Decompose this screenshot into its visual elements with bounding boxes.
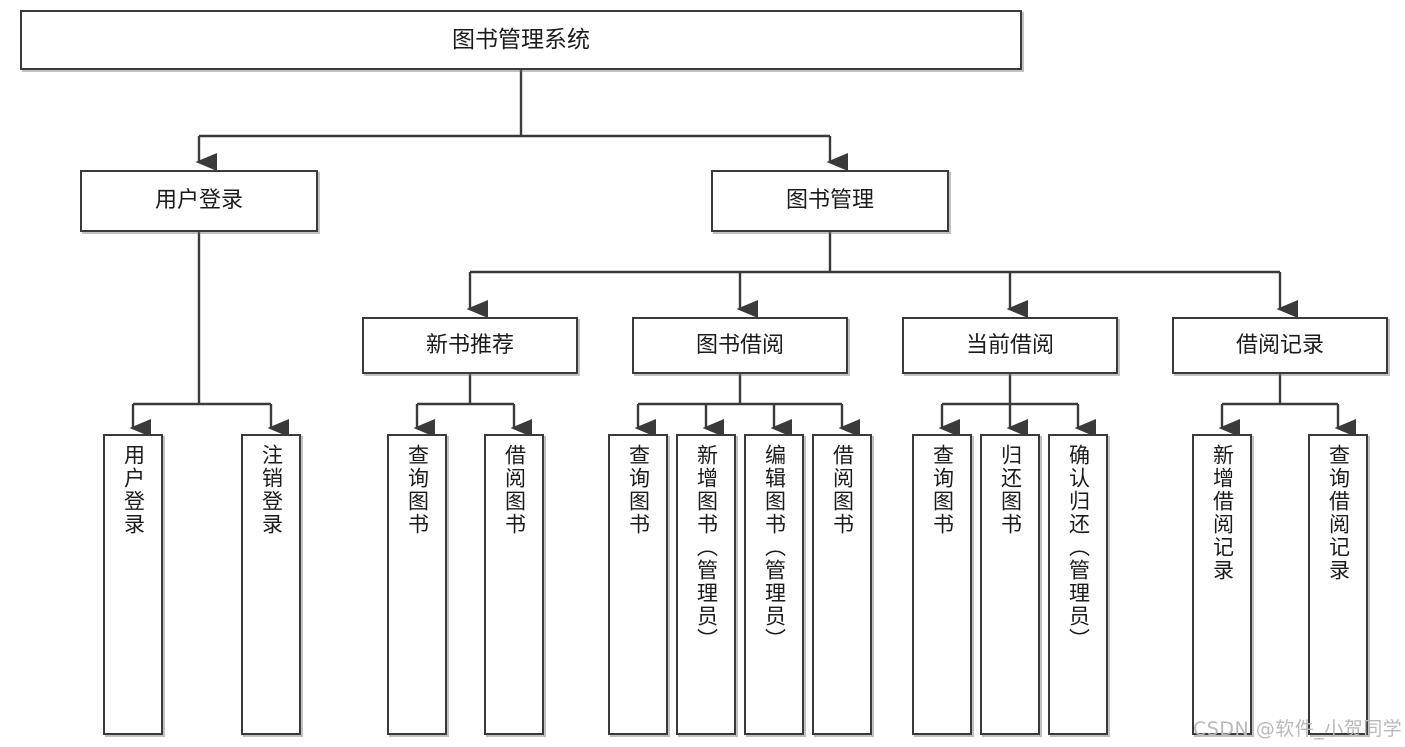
leaf-borrow-record-query[interactable]: 查询借阅记录	[1308, 434, 1368, 735]
node-label: 归还图书	[998, 444, 1023, 536]
node-label: 新增借阅记录	[1210, 444, 1235, 582]
leaf-current-borrow-query[interactable]: 查询图书	[912, 434, 972, 735]
node-book-borrow[interactable]: 图书借阅	[632, 317, 848, 374]
leaf-book-borrow-query[interactable]: 查询图书	[608, 434, 668, 735]
node-label: 用户登录	[121, 444, 146, 536]
leaf-current-borrow-return[interactable]: 归还图书	[980, 434, 1040, 735]
node-label: 用户登录	[154, 188, 243, 214]
node-label: 图书管理	[785, 188, 874, 214]
node-label: 注销登录	[259, 444, 284, 536]
leaf-borrow-record-add[interactable]: 新增借阅记录	[1192, 434, 1252, 735]
leaf-book-borrow-borrow[interactable]: 借阅图书	[812, 434, 872, 735]
node-label: 图书管理系统	[452, 26, 590, 53]
watermark: CSDN @软件_小贺同学	[1193, 718, 1403, 740]
node-label: 新增图书（管理员）	[694, 444, 719, 651]
leaf-book-borrow-add[interactable]: 新增图书（管理员）	[676, 434, 736, 735]
leaf-new-book-query[interactable]: 查询图书	[387, 434, 447, 735]
node-label: 查询借阅记录	[1326, 444, 1351, 582]
node-label: 查询图书	[626, 444, 651, 536]
node-label: 借阅图书	[830, 444, 855, 536]
node-root-system[interactable]: 图书管理系统	[20, 10, 1022, 70]
node-borrow-record[interactable]: 借阅记录	[1172, 317, 1388, 374]
node-new-book-recommend[interactable]: 新书推荐	[362, 317, 578, 374]
node-label: 借阅图书	[502, 444, 527, 536]
leaf-user-login-logout[interactable]: 注销登录	[241, 434, 301, 735]
node-label: 查询图书	[405, 444, 430, 536]
node-label: 编辑图书（管理员）	[762, 444, 787, 651]
node-label: 查询图书	[930, 444, 955, 536]
leaf-book-borrow-edit[interactable]: 编辑图书（管理员）	[744, 434, 804, 735]
node-label: 图书借阅	[695, 332, 784, 358]
node-current-borrow[interactable]: 当前借阅	[902, 317, 1118, 374]
node-book-management[interactable]: 图书管理	[711, 170, 949, 232]
leaf-current-borrow-confirm[interactable]: 确认归还（管理员）	[1048, 434, 1108, 735]
node-user-login[interactable]: 用户登录	[80, 170, 318, 232]
node-label: 当前借阅	[965, 332, 1054, 358]
node-label: 借阅记录	[1235, 332, 1324, 358]
node-label: 确认归还（管理员）	[1066, 444, 1091, 651]
node-label: 新书推荐	[425, 332, 514, 358]
leaf-new-book-borrow[interactable]: 借阅图书	[484, 434, 544, 735]
leaf-user-login-login[interactable]: 用户登录	[103, 434, 163, 735]
